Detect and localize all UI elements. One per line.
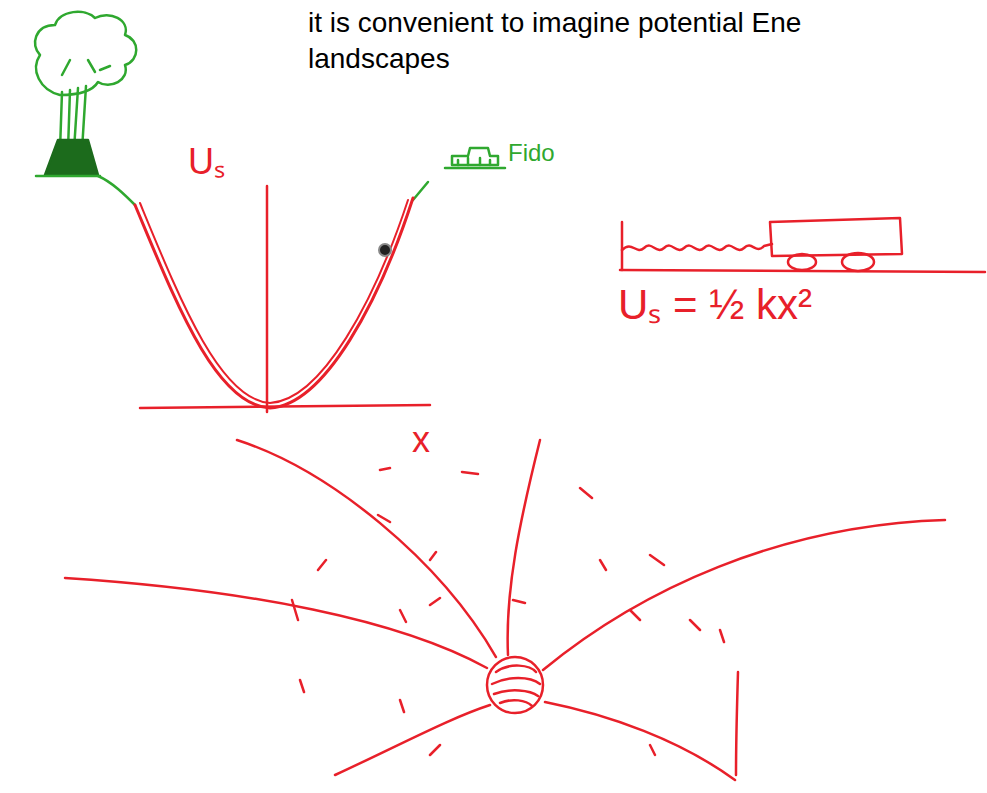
axis xyxy=(266,186,269,412)
landscape-line xyxy=(413,182,428,200)
formula: Uₛ = ½ kx² xyxy=(618,282,812,328)
tree-sketch xyxy=(35,12,136,176)
spring-cart xyxy=(620,218,985,272)
potential-well xyxy=(135,198,413,408)
heading-text: landscapes xyxy=(308,44,450,75)
landscape-line xyxy=(98,176,135,205)
axis-label: Uₛ xyxy=(188,142,225,182)
axis-label: x xyxy=(412,420,430,460)
name-label: Fido xyxy=(508,140,555,166)
field-lines xyxy=(65,440,945,780)
fido-car xyxy=(445,148,505,168)
ball xyxy=(379,244,391,256)
heading-text: it is convenient to imagine potential En… xyxy=(308,8,801,39)
potential-well xyxy=(140,200,408,403)
